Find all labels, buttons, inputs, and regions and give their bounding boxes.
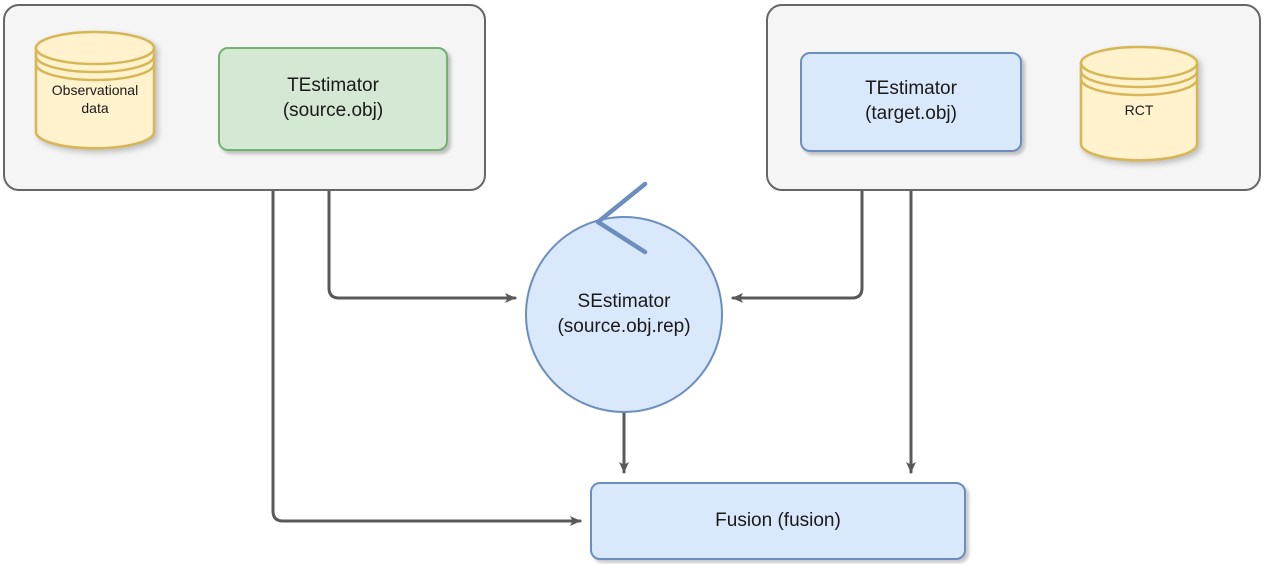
node-sestimator-label: SEstimator (source.obj.rep) [557,290,691,337]
node-fusion[interactable]: Fusion (fusion) [590,482,966,560]
node-sestimator[interactable]: SEstimator (source.obj.rep) [525,216,723,413]
cylinder-icon [34,30,156,150]
node-rct[interactable]: RCT [1078,45,1200,162]
node-testimator-source-label: TEstimator (source.obj) [282,75,384,121]
node-testimator-target[interactable]: TEstimator (target.obj) [800,52,1022,152]
node-testimator-source[interactable]: TEstimator (source.obj) [218,47,448,151]
cylinder-icon [1079,45,1199,162]
node-testimator-target-label: TEstimator (target.obj) [865,78,957,124]
node-observational-data[interactable]: Observational data [33,30,157,150]
node-fusion-label: Fusion (fusion) [715,509,841,531]
